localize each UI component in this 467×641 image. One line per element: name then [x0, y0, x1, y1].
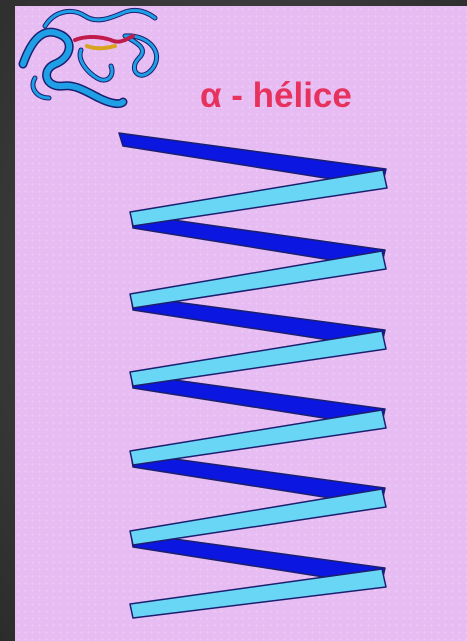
- helix-front-strand: [130, 251, 386, 308]
- slide-canvas: α - hélice: [15, 6, 467, 641]
- helix-front-strand: [130, 410, 386, 465]
- helix-front-strand: [130, 331, 386, 386]
- helix-front-strand: [130, 489, 386, 545]
- helix-front-strand: [130, 170, 387, 226]
- alpha-helix-diagram: [15, 6, 467, 641]
- helix-front-strand: [130, 569, 386, 618]
